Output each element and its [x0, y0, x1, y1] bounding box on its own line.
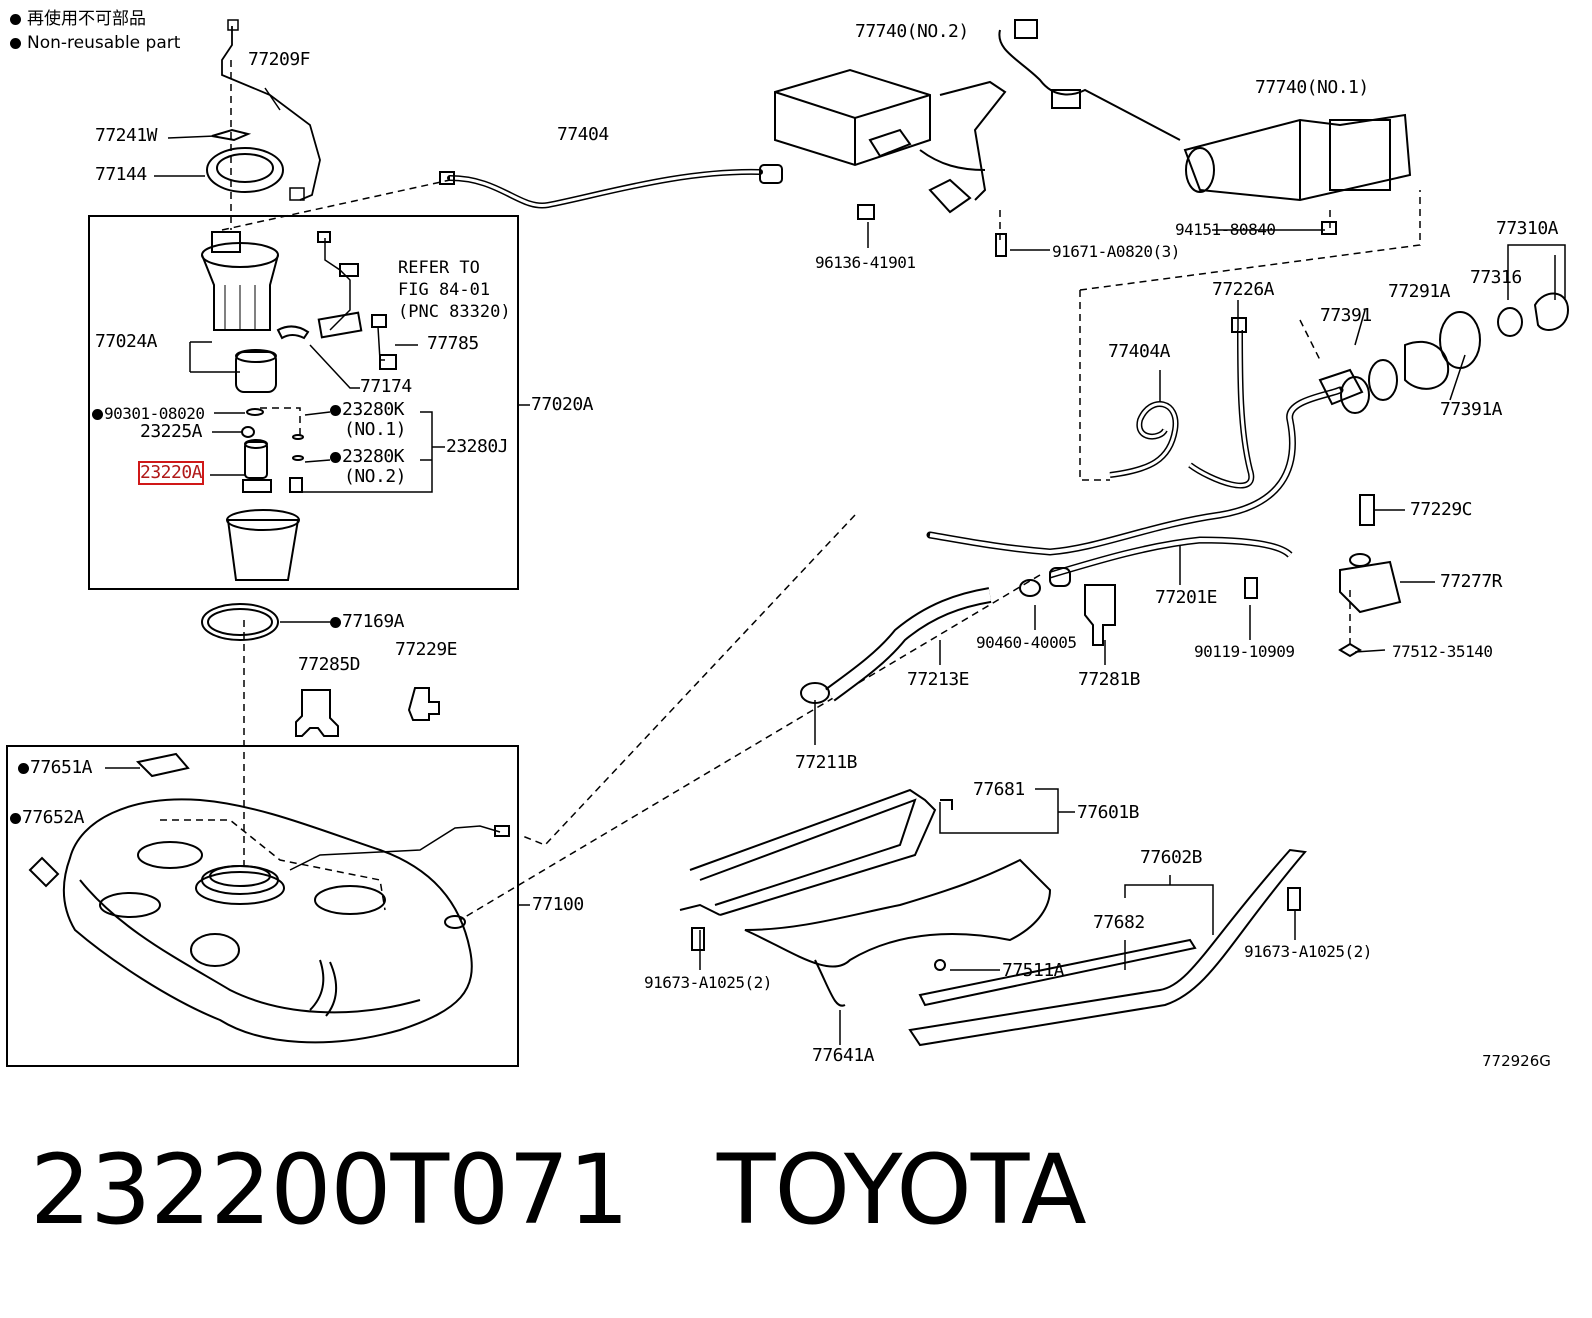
part-label-77601B[interactable]: 77601B: [1077, 802, 1140, 823]
part-label-77404[interactable]: 77404: [557, 124, 609, 145]
non-reusable-dot-icon: [10, 812, 21, 824]
part-label-77024A[interactable]: 77024A: [95, 331, 158, 352]
part-label-77229E[interactable]: 77229E: [395, 639, 458, 660]
part-label-77404A[interactable]: 77404A: [1108, 341, 1171, 362]
part-label-94151-80840[interactable]: 94151-80840: [1175, 220, 1276, 239]
part-label-77100[interactable]: 77100: [532, 894, 584, 915]
pump-assembly-box: [88, 215, 519, 590]
non-reusable-dot-icon: [330, 616, 341, 628]
part-label-91673-A1025-left[interactable]: 91673-A1025(2): [644, 973, 772, 992]
figure-code: 772926G: [1482, 1052, 1551, 1070]
part-label-91671-A0820[interactable]: 91671-A0820(3): [1052, 242, 1180, 261]
part-label-91673-A1025-right[interactable]: 91673-A1025(2): [1244, 942, 1372, 961]
refer-note-line-2: FIG 84-01: [398, 280, 491, 300]
caption-gap: [628, 1134, 717, 1246]
non-reusable-dot-icon: [330, 451, 341, 463]
part-label-77291A[interactable]: 77291A: [1388, 281, 1451, 302]
non-reusable-dot-icon: [10, 37, 21, 49]
refer-note-line-1: REFER TO: [398, 258, 480, 278]
part-sublabel-no2: (NO.2): [344, 466, 407, 487]
part-label-90301-08020[interactable]: 90301-08020: [92, 404, 205, 424]
part-label-77213E[interactable]: 77213E: [907, 669, 970, 690]
part-label-77391[interactable]: 77391: [1320, 305, 1372, 326]
part-label-77652A[interactable]: 77652A: [10, 808, 85, 828]
non-reusable-dot-icon: [92, 409, 103, 420]
part-label-77682[interactable]: 77682: [1093, 912, 1145, 933]
part-label-23280J[interactable]: 23280J: [446, 436, 509, 457]
part-label-77281B[interactable]: 77281B: [1078, 669, 1141, 690]
part-label-77211B[interactable]: 77211B: [795, 752, 858, 773]
part-label-77785[interactable]: 77785: [427, 333, 479, 354]
fuel-tank-box: [6, 745, 519, 1067]
part-label-77229C[interactable]: 77229C: [1410, 499, 1473, 520]
legend-line-2: Non-reusable part: [10, 32, 180, 54]
part-label-77511A[interactable]: 77511A: [1002, 960, 1065, 981]
part-label-77201E[interactable]: 77201E: [1155, 587, 1218, 608]
legend-line-1: 再使用不可部品: [10, 8, 146, 30]
part-label-77651A[interactable]: 77651A: [18, 758, 93, 778]
part-label-77226A[interactable]: 77226A: [1212, 279, 1275, 300]
caption: 232200T071 TOYOTA: [30, 1134, 1087, 1246]
non-reusable-dot-icon: [18, 762, 29, 774]
part-label-77740-no2[interactable]: 77740(NO.2): [855, 21, 969, 42]
part-label-90119-10909[interactable]: 90119-10909: [1194, 642, 1295, 661]
part-label-23225A[interactable]: 23225A: [140, 421, 203, 442]
part-label-77641A[interactable]: 77641A: [812, 1045, 875, 1066]
part-label-77169A[interactable]: 77169A: [330, 612, 405, 632]
part-label-77209F[interactable]: 77209F: [248, 49, 311, 70]
part-label-77241W[interactable]: 77241W: [95, 125, 158, 146]
part-label-77310A[interactable]: 77310A: [1496, 218, 1559, 239]
caption-brand: TOYOTA: [716, 1134, 1087, 1246]
part-label-77740-no1[interactable]: 77740(NO.1): [1255, 77, 1369, 98]
part-label-90460-40005[interactable]: 90460-40005: [976, 633, 1077, 652]
part-label-23280K-no2[interactable]: 23280K: [330, 447, 405, 467]
part-label-77391A[interactable]: 77391A: [1440, 399, 1503, 420]
part-label-23220A-highlighted[interactable]: 23220A: [137, 461, 205, 485]
part-label-77144[interactable]: 77144: [95, 164, 147, 185]
part-label-77285D[interactable]: 77285D: [298, 654, 361, 675]
non-reusable-dot-icon: [330, 404, 341, 416]
part-label-23280K-no1[interactable]: 23280K: [330, 400, 405, 420]
non-reusable-dot-icon: [10, 13, 21, 25]
part-sublabel-no1: (NO.1): [344, 419, 407, 440]
caption-part-number: 232200T071: [30, 1134, 629, 1246]
part-label-77602B[interactable]: 77602B: [1140, 847, 1203, 868]
part-label-77681[interactable]: 77681: [973, 779, 1025, 800]
refer-note-line-3: (PNC 83320): [398, 302, 511, 322]
part-label-77316[interactable]: 77316: [1470, 267, 1522, 288]
part-label-77512-35140[interactable]: 77512-35140: [1392, 642, 1493, 661]
part-label-77277R[interactable]: 77277R: [1440, 571, 1503, 592]
part-label-96136-41901[interactable]: 96136-41901: [815, 253, 916, 272]
part-label-77174[interactable]: 77174: [360, 376, 412, 397]
part-label-77020A[interactable]: 77020A: [531, 394, 594, 415]
